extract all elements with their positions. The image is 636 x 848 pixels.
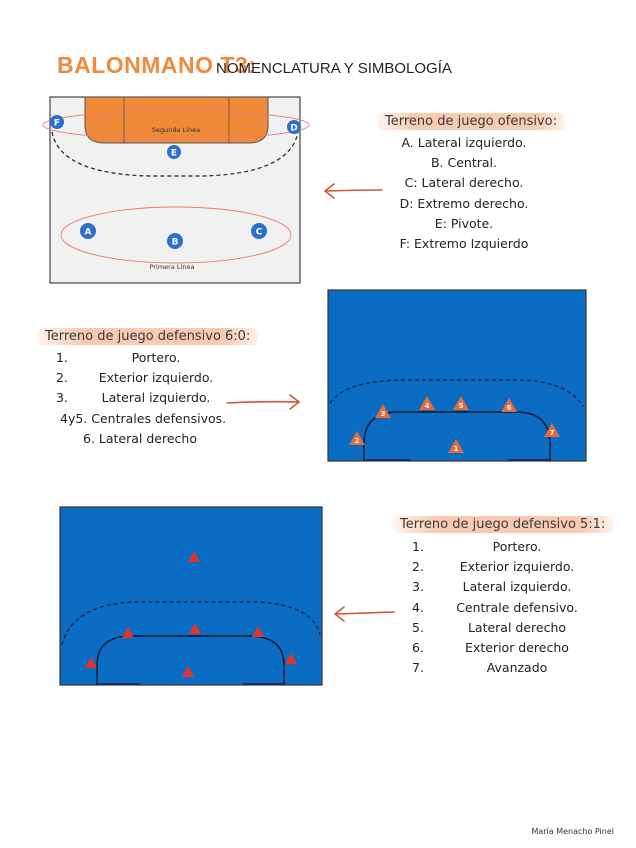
cone-player-2: 2 [349,431,365,445]
free-throw-line [51,131,299,177]
player-F: F [50,115,64,129]
offensive-heading: Terreno de juego ofensivo: [377,113,565,130]
list-item: D: Extremo derecho. [399,195,529,211]
cone-player-6: 6 [501,398,517,412]
cone-player-4: 4 [419,396,435,410]
svg-text:B: B [172,238,179,248]
list-item: 1.Portero. [412,539,542,554]
first-line-ellipse [60,206,292,264]
defense-60-diagram: 1 2 3 4 5 6 7 [327,289,587,462]
svg-text:4: 4 [425,402,430,410]
second-line-ellipse [42,110,310,140]
svg-text:D: D [290,124,297,134]
defense-51-diagram [59,506,323,686]
player-E: E [167,145,181,159]
svg-text:3: 3 [381,410,386,418]
defense-60-heading: Terreno de juego defensivo 6:0: [37,328,259,345]
list-item: 3.Lateral izquierdo. [412,579,572,595]
free-throw-line [329,379,584,407]
author-credit: María Menacho Pinel [531,827,614,836]
player-A: A [80,223,96,239]
offensive-list: A. Lateral izquierdo. B. Central. C: Lat… [380,133,548,254]
list-item: 6.Exterior derecho [412,640,569,656]
list-item: F: Extremo Izquierdo [399,236,529,252]
defense-51-heading: Terreno de juego defensivo 5:1: [392,516,614,533]
list-item: 1.Portero. [56,350,181,365]
list-item: 6. Lateral derecho [83,430,197,446]
court-background [59,506,323,686]
arrow-left-icon [324,183,383,199]
cone-player-portero [182,666,194,677]
svg-text:A: A [85,228,92,238]
cone-player [189,623,201,634]
cone-player-1: 1 [448,439,464,453]
player-C: C [251,223,267,239]
court-background [327,289,587,462]
svg-text:1: 1 [454,445,459,453]
cone-player [85,657,97,668]
cone-player-5: 5 [453,396,469,410]
svg-text:6: 6 [507,404,512,412]
svg-text:F: F [54,119,60,129]
goal-area-line [96,635,285,685]
list-item: 2.Exterior izquierdo. [56,370,214,386]
svg-text:C: C [256,228,263,238]
list-item: 2.Exterior izquierdo. [412,559,575,575]
cone-player [252,626,264,637]
defense-51-list: 1.Portero. 2.Exterior izquierdo. 3.Later… [412,537,584,678]
cone-player-3: 3 [375,404,391,418]
list-item: 4.Centrale defensivo. [412,599,578,615]
defense-60-list: 1.Portero. 2.Exterior izquierdo. 3.Later… [56,348,227,449]
list-item: 7.Avanzado [412,660,548,676]
svg-text:2: 2 [355,437,360,445]
cone-player-avanzado [188,551,200,562]
svg-text:E: E [171,149,177,159]
list-item: C: Lateral derecho. [404,175,524,191]
player-D: D [287,120,301,134]
list-item: E: Pivote. [434,215,494,231]
list-item: 3.Lateral izquierdo. [56,390,211,406]
goal-area [84,96,269,144]
page-subtitle: NOMENCLATURA Y SIMBOLOGÍA [216,60,452,77]
cone-player [285,653,297,664]
arrow-right-icon [226,394,300,410]
second-line-label: Segunda Línea [152,126,200,134]
list-item: A. Lateral izquierdo. [401,135,527,150]
list-item: 5.Lateral derecho [412,619,567,635]
svg-text:5: 5 [459,402,464,410]
cone-player [122,627,134,638]
free-throw-line [61,601,321,646]
arrow-left-icon [334,606,395,622]
svg-text:7: 7 [550,429,555,437]
page-title: BALONMANO T3: [57,52,257,78]
first-line-label: Primera Línea [150,263,195,271]
player-B: B [167,233,183,249]
offensive-court-diagram: Segunda Línea Primera Línea F E D A B C [42,96,310,284]
list-item: 4y5. Centrales defensivos. [60,410,227,426]
list-item: B. Central. [430,155,497,171]
cone-player-7: 7 [544,423,560,437]
